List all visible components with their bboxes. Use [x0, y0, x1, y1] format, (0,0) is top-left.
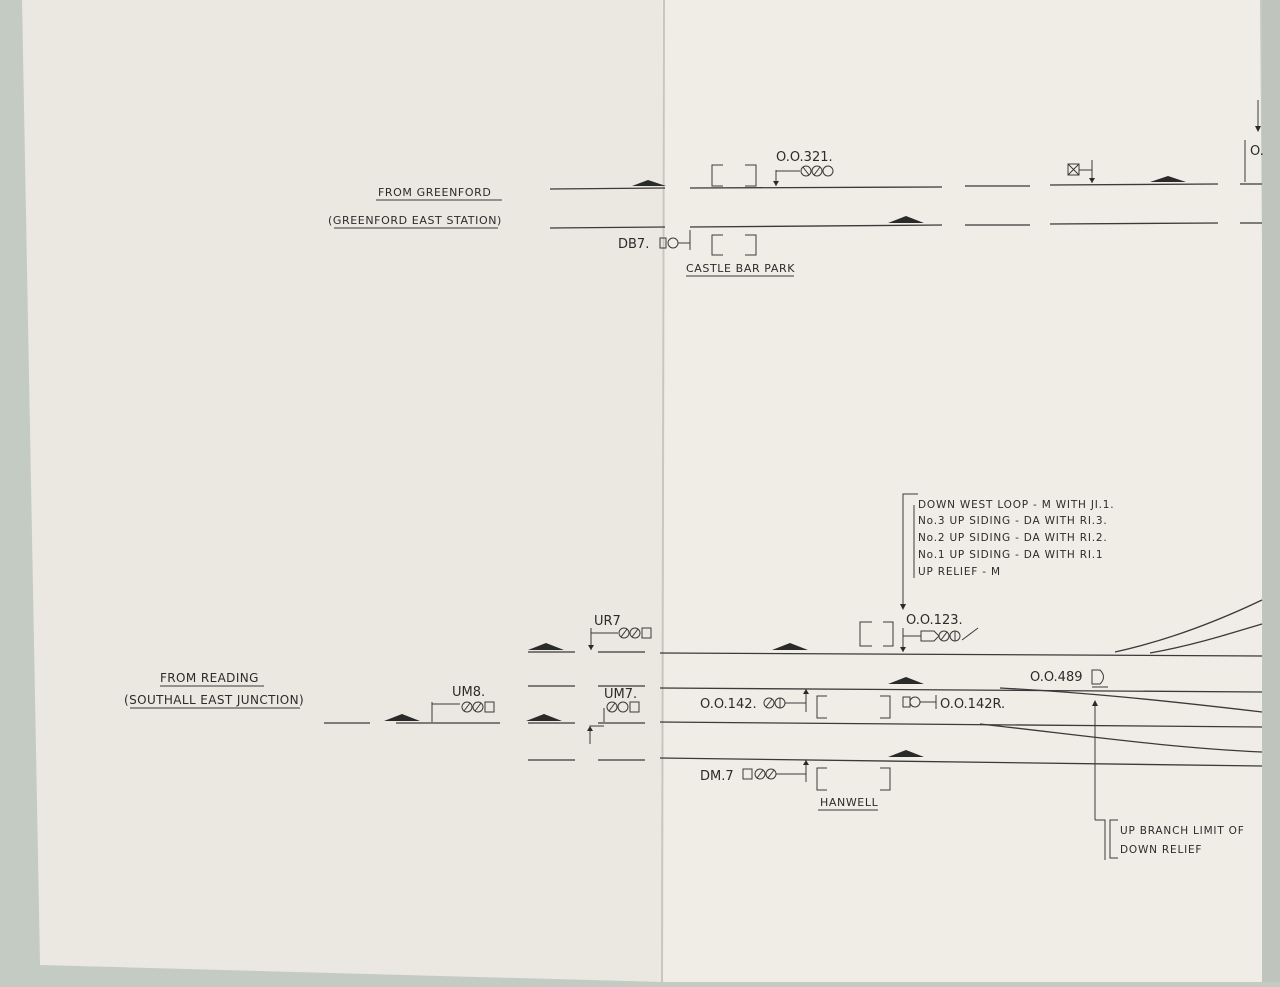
hanwell-brackets — [816, 621, 894, 791]
branch-note-line2: DOWN RELIEF — [1120, 844, 1202, 856]
platform-marker — [888, 216, 924, 223]
branch-note-line1: UP BRANCH LIMIT OF — [1120, 825, 1245, 837]
signal-arrow — [587, 726, 593, 731]
signal-arrow — [1092, 700, 1098, 706]
signal-top-right-label: O. — [1250, 144, 1264, 159]
greenford-east-station-label: (GREENFORD EAST STATION) — [328, 214, 502, 227]
platform-marker — [772, 643, 808, 650]
platform-marker — [528, 643, 564, 650]
route-note: UP RELIEF - M — [918, 566, 1001, 578]
signal-oo321 — [775, 165, 834, 186]
platform-marker — [632, 180, 666, 186]
signal-oo142r-label: O.O.142R. — [940, 697, 1005, 712]
signal-ur7-label: UR7 — [594, 614, 621, 629]
castle-bar-park-label: CASTLE BAR PARK — [686, 262, 795, 275]
signal-arrow — [588, 645, 594, 650]
greenford-down-line — [549, 222, 1262, 229]
signal-arrow — [803, 760, 809, 765]
branch-note-leader — [1094, 702, 1118, 860]
page-fold — [661, 0, 665, 983]
signal-um8-label: UM8. — [452, 685, 485, 700]
signal-oo123-label: O.O.123. — [906, 613, 963, 628]
signal-um8 — [431, 701, 495, 722]
route-notes: DOWN WEST LOOP - M WITH JI.1. No.3 UP SI… — [918, 499, 1114, 578]
right-page — [662, 0, 1268, 982]
from-greenford-label: FROM GREENFORD — [378, 186, 491, 199]
signal-arrow — [1255, 126, 1261, 132]
junction-curves — [979, 599, 1263, 753]
signal-oo489 — [1091, 669, 1108, 688]
southall-east-junction-label: (SOUTHALL EAST JUNCTION) — [124, 693, 304, 707]
platform-marker — [1150, 176, 1186, 182]
platform-marker — [888, 750, 924, 757]
signal-arrow — [803, 689, 809, 694]
signal-arrow — [773, 181, 779, 186]
signal-dm7-label: DM.7 — [700, 769, 734, 784]
signal-um7-label: UM7. — [604, 687, 637, 702]
signal-oo142r — [902, 695, 937, 709]
signal-oo142-label: O.O.142. — [700, 697, 757, 712]
crossed-box-signal — [1067, 160, 1093, 183]
signal-db7-label: DB7. — [618, 237, 649, 252]
signal-arrow — [900, 604, 906, 610]
hanwell-tracks — [324, 651, 1263, 767]
greenford-up-line — [549, 183, 1262, 190]
station-bracket — [711, 164, 757, 256]
platform-marker — [526, 714, 562, 721]
left-page — [22, 0, 665, 982]
signal-arrow — [1089, 178, 1095, 183]
top-right-signal — [1244, 100, 1259, 182]
route-notes-bracket — [902, 493, 918, 608]
hanwell-label: HANWELL — [820, 796, 879, 809]
from-reading-label: FROM READING — [160, 671, 259, 685]
signal-oo321-label: O.O.321. — [776, 150, 833, 165]
route-note: DOWN WEST LOOP - M WITH JI.1. — [918, 499, 1114, 511]
platform-marker — [888, 677, 924, 684]
signal-dm7 — [742, 760, 807, 782]
signal-db7 — [659, 230, 691, 250]
platform-marker — [384, 714, 420, 721]
desk-edge — [1262, 0, 1280, 982]
route-note: No.2 UP SIDING - DA WITH RI.2. — [918, 532, 1108, 544]
signal-oo489-label: O.O.489 — [1030, 670, 1083, 685]
signal-arrow — [900, 647, 906, 652]
route-note: No.3 UP SIDING - DA WITH RI.3. — [918, 515, 1108, 527]
route-note: No.1 UP SIDING - DA WITH RI.1 — [918, 549, 1103, 561]
signal-um7 — [589, 701, 640, 744]
